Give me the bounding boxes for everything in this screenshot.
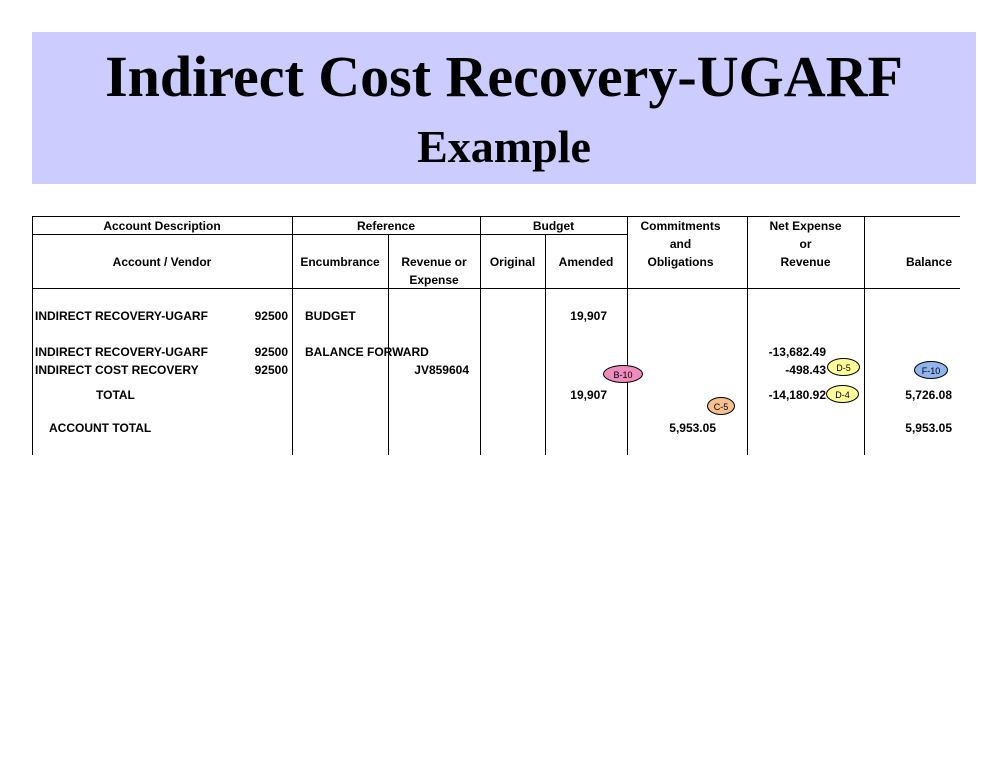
rule-group-header xyxy=(32,234,628,235)
header-revenue-or: Revenue or xyxy=(401,255,467,269)
row-balance: 5,953.05 xyxy=(905,421,952,435)
header-commitments-line3: Obligations xyxy=(647,255,714,269)
page-subtitle: Example xyxy=(417,121,591,172)
row-desc: INDIRECT RECOVERY-UGARF xyxy=(35,309,208,323)
row-amended: 19,907 xyxy=(570,309,607,323)
row-acct: 92500 xyxy=(254,345,288,359)
col-divider xyxy=(747,216,748,455)
header-balance: Balance xyxy=(905,255,952,269)
badge-d5: D-5 xyxy=(827,358,860,376)
header-net-line1: Net Expense xyxy=(769,219,842,233)
col-divider xyxy=(627,216,628,455)
row-encumbrance: BUDGET xyxy=(305,309,356,323)
rule-header-bottom xyxy=(32,288,960,289)
header-reference: Reference xyxy=(356,219,416,233)
header-commitments-line2: and xyxy=(669,237,692,251)
row-revenue-or-expense: JV859604 xyxy=(414,363,469,377)
badge-f10: F-10 xyxy=(914,361,948,379)
row-acct: 92500 xyxy=(254,309,288,323)
header-net-line3: Revenue xyxy=(780,255,831,269)
row-desc: ACCOUNT TOTAL xyxy=(49,421,152,435)
header-budget: Budget xyxy=(532,219,575,233)
col-divider xyxy=(388,234,389,455)
col-divider xyxy=(864,216,865,455)
row-net: -13,682.49 xyxy=(768,345,826,359)
col-divider xyxy=(292,216,293,455)
col-divider xyxy=(545,234,546,455)
page-title: Indirect Cost Recovery-UGARF xyxy=(105,44,903,109)
header-account-description: Account Description xyxy=(103,219,221,233)
header-encumbrance: Encumbrance xyxy=(300,255,380,269)
badge-d4: D-4 xyxy=(826,385,859,403)
row-commitments: 5,953.05 xyxy=(669,421,716,435)
row-desc: INDIRECT RECOVERY-UGARF xyxy=(35,345,208,359)
row-balance: 5,726.08 xyxy=(905,388,952,402)
rule-top xyxy=(32,216,960,217)
row-encumbrance: BALANCE FORWARD xyxy=(305,345,429,359)
col-divider xyxy=(480,216,481,455)
header-amended: Amended xyxy=(558,255,614,269)
header-expense: Expense xyxy=(409,273,459,287)
row-amended: 19,907 xyxy=(570,388,607,402)
header-net-line2: or xyxy=(799,237,812,251)
row-acct: 92500 xyxy=(254,363,288,377)
header-original: Original xyxy=(489,255,536,269)
badge-b10: B-10 xyxy=(603,365,643,383)
header-commitments-line1: Commitments xyxy=(640,219,721,233)
row-desc: TOTAL xyxy=(96,388,135,402)
header-account-vendor: Account / Vendor xyxy=(112,255,212,269)
row-net: -498.43 xyxy=(785,363,826,377)
badge-c5: C-5 xyxy=(707,397,735,415)
row-net: -14,180.92 xyxy=(768,388,826,402)
title-band: Indirect Cost Recovery-UGARF Example xyxy=(32,32,976,184)
row-desc: INDIRECT COST RECOVERY xyxy=(35,363,199,377)
col-divider xyxy=(32,216,33,455)
